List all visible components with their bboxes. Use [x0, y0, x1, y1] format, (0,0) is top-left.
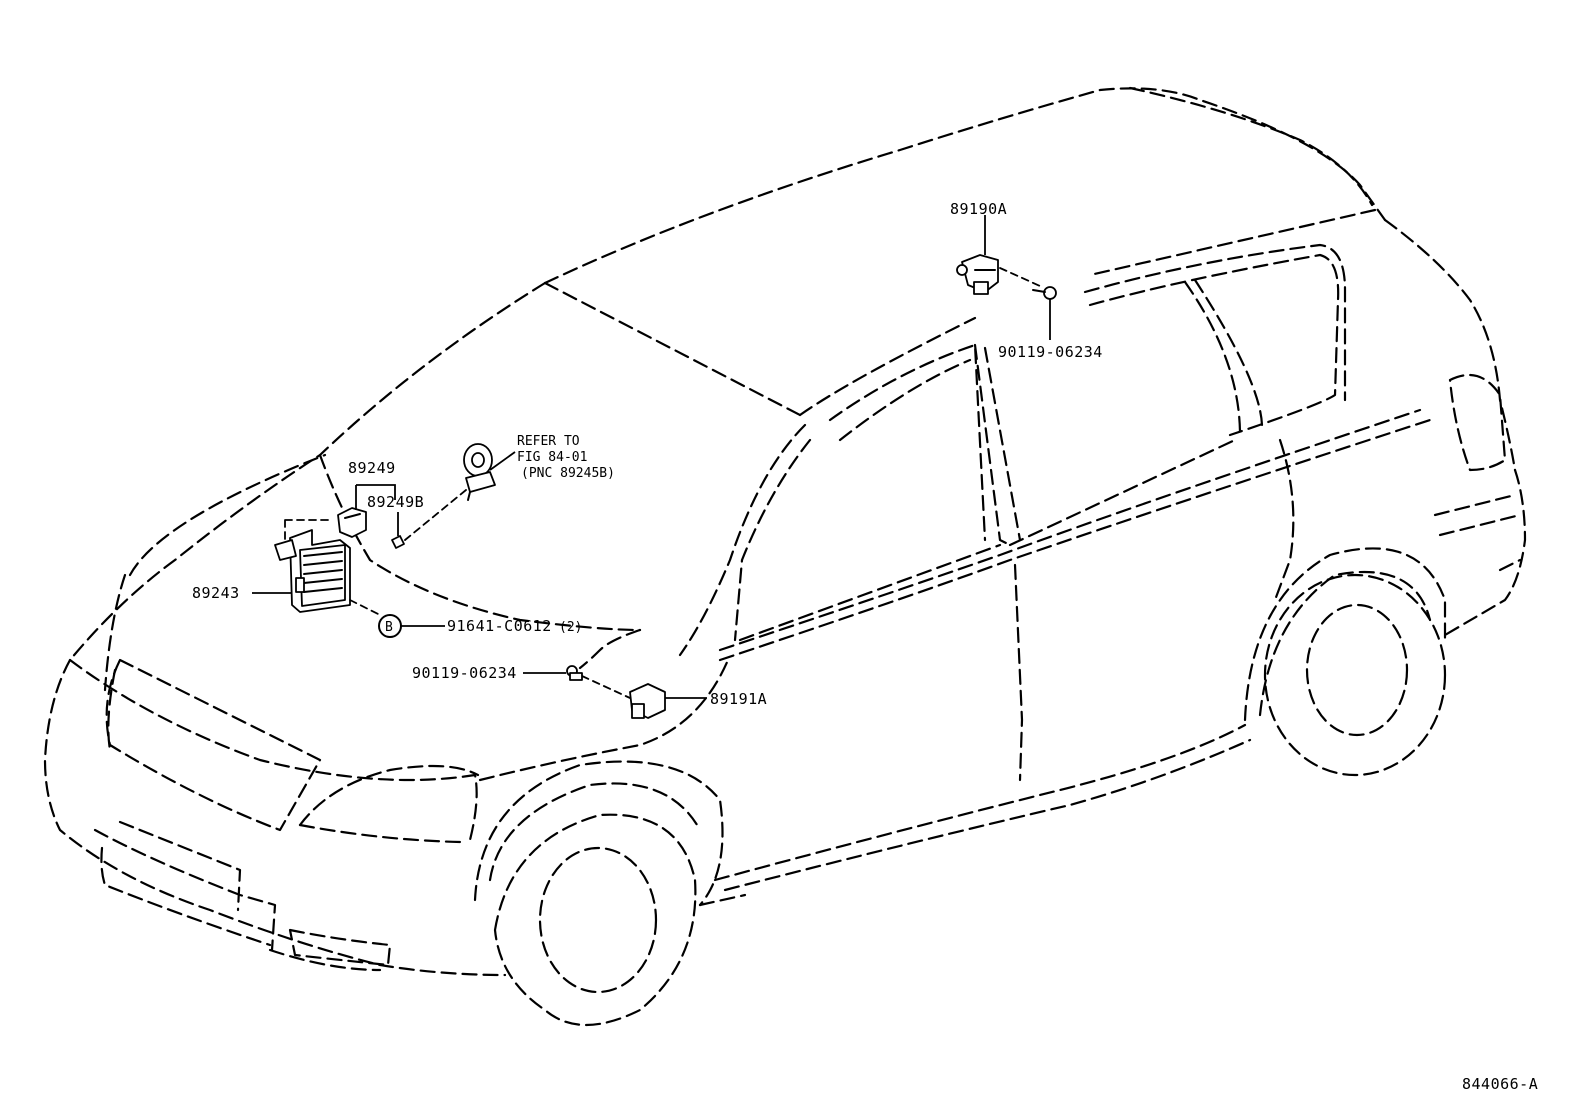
label-89243: 89243 — [192, 584, 240, 602]
label-90119-front: 90119-06234 — [412, 664, 517, 682]
clip-89249b-icon — [391, 535, 405, 549]
label-91641-qty: (2) — [559, 620, 582, 635]
label-refer-line2: FIG 84-01 — [517, 450, 587, 465]
label-refer-line3: (PNC 89245B) — [521, 466, 615, 481]
bracket-dash-line — [284, 519, 331, 541]
bolt-90119-front-icon — [566, 665, 583, 681]
ecu-bolt-line — [349, 599, 381, 616]
label-89190a: 89190A — [950, 200, 1007, 218]
leader-lines — [252, 215, 1051, 699]
label-callout-b: B — [385, 620, 393, 635]
sensor-89191a-icon — [629, 683, 666, 719]
label-91641: 91641-C0612 — [447, 617, 552, 635]
vehicle-outline — [43, 86, 1527, 1026]
sensor-89190a-icon — [956, 254, 999, 295]
label-89249: 89249 — [348, 459, 396, 477]
label-90119-top: 90119-06234 — [998, 343, 1103, 361]
label-89191a: 89191A — [710, 690, 767, 708]
figure-id: 844066-A — [1462, 1075, 1538, 1093]
bolt-90119-top-icon — [1032, 286, 1057, 300]
callout-b-circle — [378, 614, 402, 638]
clock-spring-ref-icon — [463, 443, 496, 501]
connector-line-89191a — [581, 675, 631, 699]
connector-line-89190a — [999, 267, 1041, 287]
label-refer-line1: REFER TO — [517, 434, 580, 449]
label-89249b: 89249B — [367, 493, 424, 511]
connector-line-ref — [404, 489, 467, 541]
ecu-89243-icon — [274, 529, 351, 613]
connector-89249-icon — [337, 507, 367, 538]
